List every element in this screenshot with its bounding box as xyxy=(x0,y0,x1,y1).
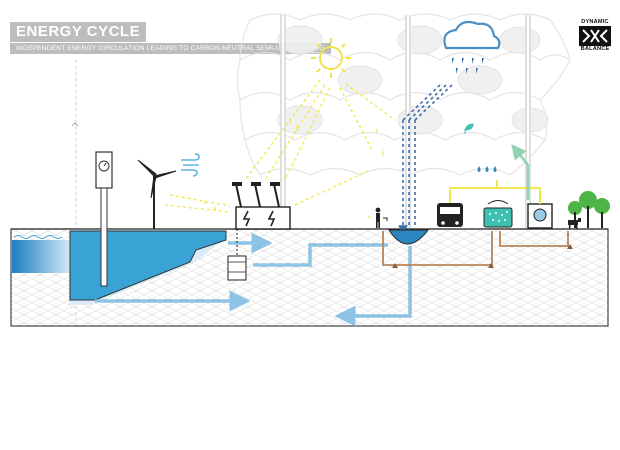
rain-flow xyxy=(398,84,453,235)
underground-flows xyxy=(95,232,412,327)
page-subtitle: INDEPENDENT ENERGY CIRCULATION LEADING T… xyxy=(10,43,331,54)
flow-arrow-return xyxy=(334,246,412,327)
water-collection-tank xyxy=(388,229,430,245)
tap-icon xyxy=(368,214,388,221)
page-title: ENERGY CYCLE xyxy=(10,22,147,42)
logo-mark-icon xyxy=(579,26,611,46)
guide-marker xyxy=(71,122,79,127)
bus-icon xyxy=(437,203,463,227)
background-buildings xyxy=(236,13,571,228)
droplets-icon xyxy=(477,166,497,172)
appliance-icon xyxy=(527,203,553,229)
reservoir-basin xyxy=(12,240,69,273)
person-icon xyxy=(375,207,381,228)
dynamic-balance-logo: DYNAMIC BALANCE xyxy=(579,19,611,55)
seedling-icon xyxy=(464,123,474,134)
transformer-icon xyxy=(227,182,291,281)
sun-icon xyxy=(311,38,351,78)
brown-pipe-network xyxy=(382,231,569,266)
cow-icon xyxy=(568,218,581,229)
sparkles xyxy=(204,117,384,210)
green-return-arrow xyxy=(511,144,530,200)
wind-turbine-icon xyxy=(137,159,177,229)
wind-icon xyxy=(181,153,200,177)
pipe-valves xyxy=(392,244,573,268)
water-tank-icon xyxy=(483,200,513,228)
rain-cloud-icon xyxy=(443,20,501,74)
flow-pipe-to-tank xyxy=(253,243,388,267)
logo-line-1: DYNAMIC xyxy=(581,19,609,25)
solar-rays xyxy=(164,79,396,213)
gauge-tower-icon xyxy=(95,151,113,287)
logo-line-2: BALANCE xyxy=(580,46,610,52)
energy-links xyxy=(449,180,541,204)
